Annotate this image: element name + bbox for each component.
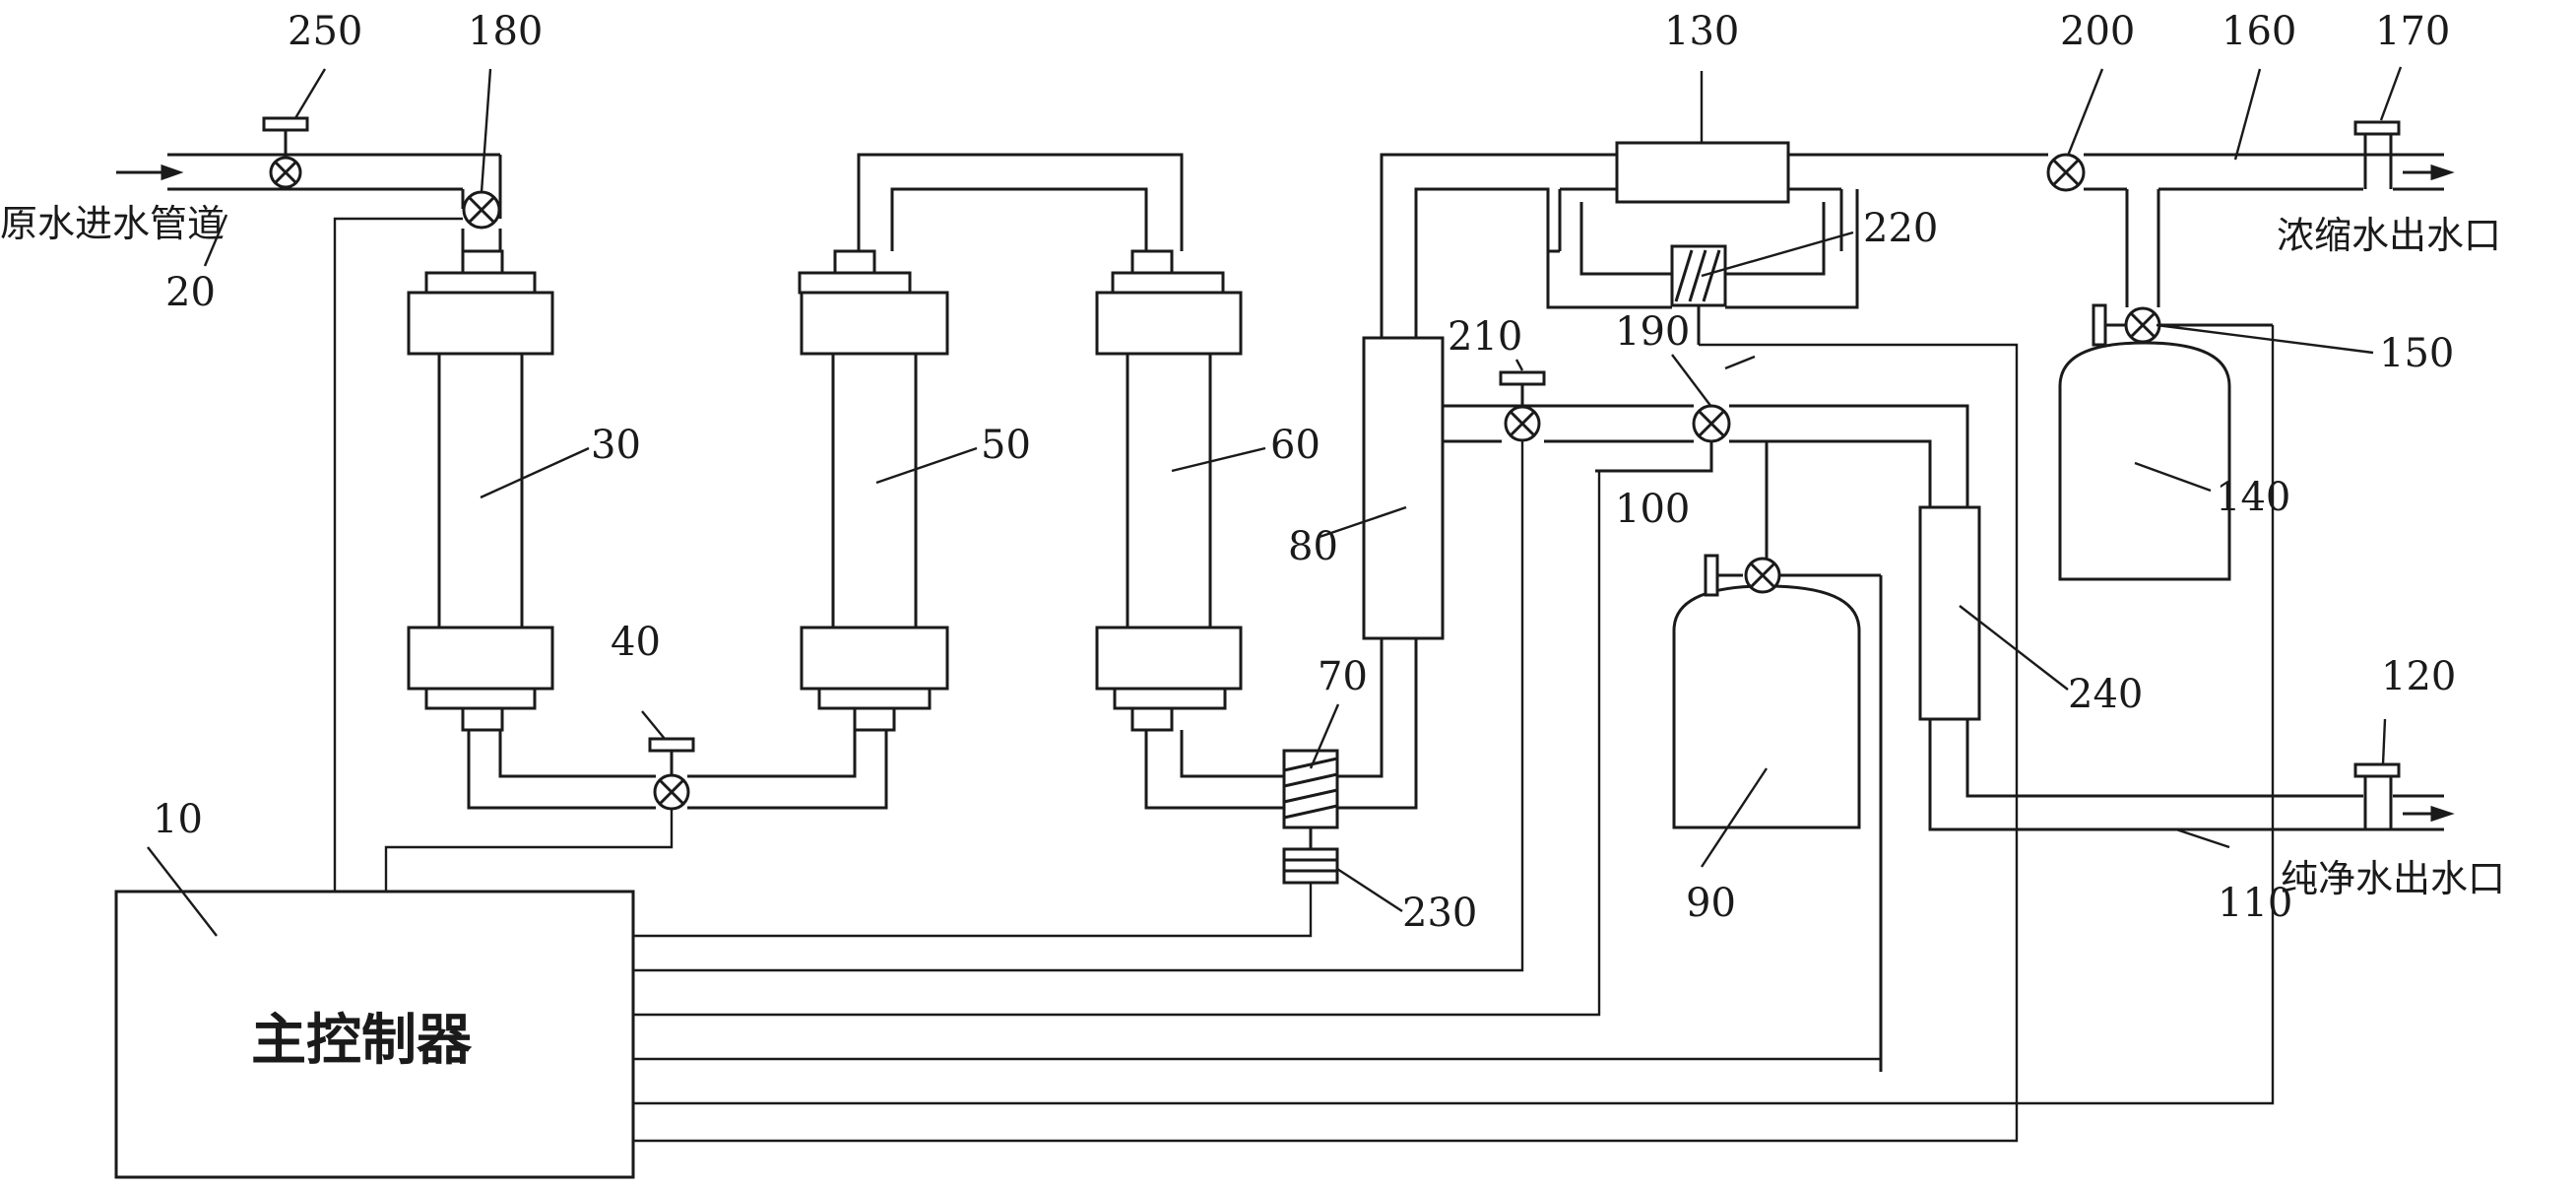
outlet-valve-120 (2353, 762, 2401, 829)
check-valve-70 (1282, 749, 1339, 849)
control-lines (333, 217, 2275, 1143)
pure-water-outlet-arrow (2403, 805, 2455, 823)
raw-water-inlet-pipe (167, 153, 502, 251)
manual-valve-210 (1499, 370, 1546, 442)
label-230: 230 (1402, 891, 1477, 936)
label-120: 120 (2381, 654, 2456, 699)
solenoid-valve-190 (1692, 404, 1731, 443)
label-80: 80 (1288, 524, 1338, 569)
manual-valve-40 (648, 737, 695, 811)
concentrate-tank-140 (2058, 341, 2231, 581)
label-220: 220 (1863, 206, 1938, 251)
raw-water-inlet-label: 原水进水管道 (0, 202, 225, 245)
label-190: 190 (1615, 309, 1690, 355)
flow-restrictor-130 (1615, 141, 1790, 204)
label-110: 110 (2218, 881, 2292, 926)
filter-60 (1095, 249, 1243, 732)
label-30: 30 (591, 423, 641, 468)
pump-230 (1282, 847, 1339, 885)
label-50: 50 (981, 423, 1031, 468)
concentrate-outlet-arrow (2403, 164, 2455, 181)
label-150: 150 (2379, 331, 2454, 376)
label-130: 130 (1664, 9, 1739, 54)
outlet-valve-170 (2353, 120, 2401, 189)
manual-valve-250 (262, 116, 309, 189)
label-140: 140 (2216, 475, 2290, 520)
pipe-30-to-50 (467, 730, 888, 810)
leader-lines (147, 66, 2403, 937)
ro-membrane-80 (1362, 336, 1445, 640)
manual-valve-150 (2092, 303, 2273, 347)
label-250: 250 (288, 9, 362, 54)
solenoid-valve-200 (2046, 153, 2086, 192)
label-20: 20 (165, 270, 216, 315)
pipe-60-to-70 (1144, 638, 1418, 810)
concentrate-pipe-160 (1558, 153, 2444, 251)
bypass-valve-220 (1670, 244, 1727, 345)
label-240: 240 (2068, 672, 2143, 717)
label-10: 10 (153, 797, 203, 842)
label-70: 70 (1318, 654, 1368, 699)
label-100: 100 (1615, 487, 1690, 532)
filter-50 (798, 249, 949, 732)
pipe-190-to-240 (1729, 404, 1969, 507)
label-180: 180 (468, 9, 543, 54)
pure-water-outlet-label: 纯净水出水口 (2281, 857, 2505, 900)
label-90: 90 (1686, 881, 1736, 926)
label-170: 170 (2375, 9, 2450, 54)
solenoid-valve-180 (462, 190, 501, 230)
main-controller-label: 主控制器 (251, 1009, 473, 1073)
label-200: 200 (2060, 9, 2135, 54)
bypass-loop-220 (1546, 189, 1859, 309)
manual-valve-100 (1704, 554, 1883, 1072)
pipe-to-tank140 (2125, 189, 2160, 307)
label-210: 210 (1448, 314, 1522, 360)
reference-numerals: 250 180 20 30 50 60 40 10 70 230 80 210 … (153, 9, 2456, 936)
inlet-flow-arrow (116, 164, 184, 181)
label-60: 60 (1270, 423, 1320, 468)
pipe-190-to-tank90 (1595, 441, 1713, 473)
label-160: 160 (2222, 9, 2296, 54)
concentrate-outlet-label: 浓缩水出水口 (2277, 214, 2501, 257)
main-controller-10 (114, 890, 635, 1179)
pipe-tank90 (1765, 439, 1930, 586)
filter-30 (407, 249, 554, 732)
pipe-50-to-60 (857, 153, 1184, 251)
label-40: 40 (611, 620, 661, 665)
pressure-tank-90 (1672, 584, 1861, 829)
pipe-80-side (1443, 404, 1694, 443)
